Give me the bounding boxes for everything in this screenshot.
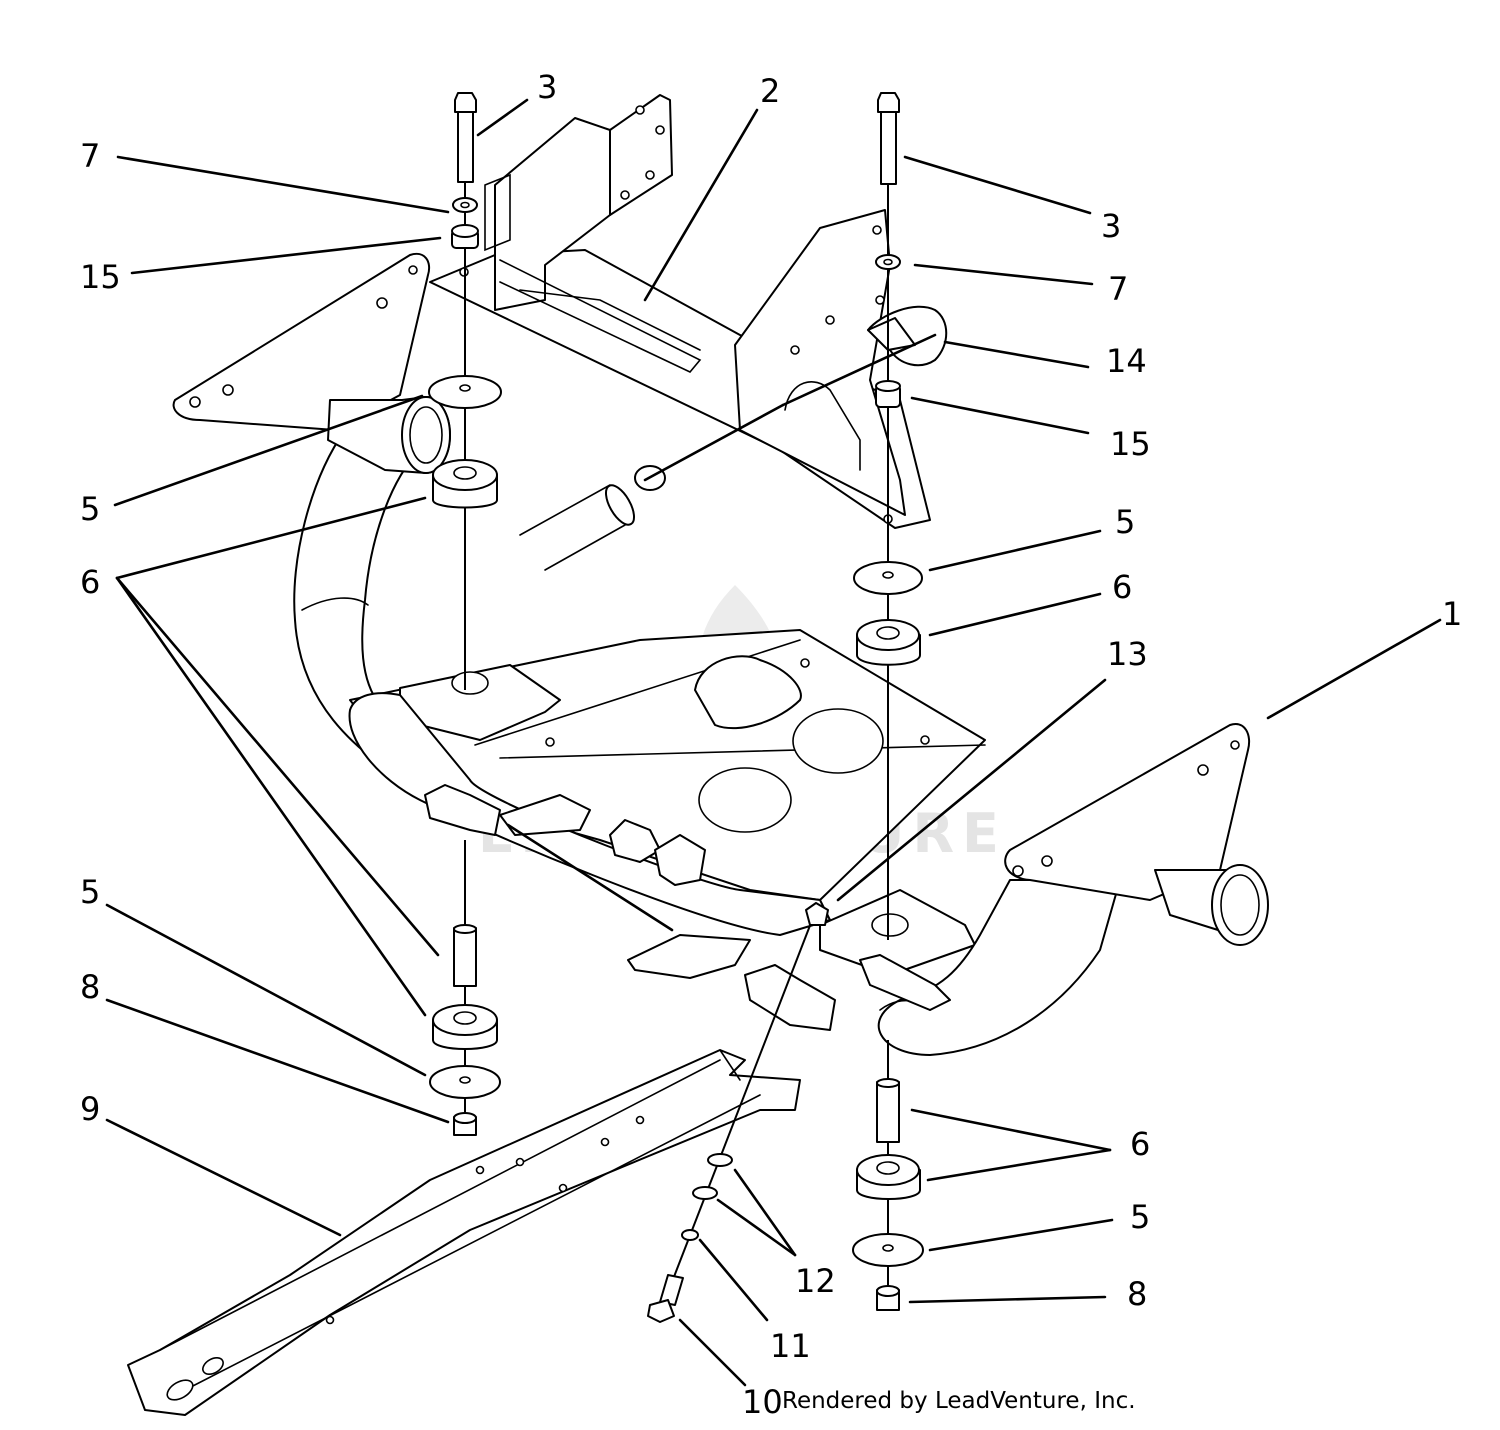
bolt-10-hardware	[647, 902, 829, 1323]
right-lower-hardware	[852, 1040, 924, 1311]
callout-13: 13	[1107, 635, 1148, 673]
part-1-main-frame	[172, 252, 1269, 1056]
callout-15-left: 15	[80, 258, 121, 296]
callout-7-right: 7	[1108, 270, 1128, 308]
callout-5-lower-left: 5	[80, 873, 100, 911]
left-upper-hardware	[428, 92, 502, 690]
hose-route-line-2	[643, 403, 785, 482]
callout-6-right-upper: 6	[1112, 568, 1132, 606]
callout-3-top-right: 3	[1101, 207, 1121, 245]
left-lower-hardware	[429, 840, 501, 1136]
callout-2: 2	[760, 72, 780, 110]
callout-5-lower-right: 5	[1130, 1198, 1150, 1236]
callout-5-upper-right: 5	[1115, 503, 1135, 541]
callout-11: 11	[770, 1327, 811, 1365]
callout-8-left: 8	[80, 968, 100, 1006]
callout-15-right: 15	[1110, 425, 1151, 463]
render-credit: Rendered by LeadVenture, Inc.	[782, 1388, 1136, 1414]
callout-8-right: 8	[1127, 1275, 1147, 1313]
callout-12: 12	[795, 1262, 836, 1300]
callout-labels: 3 2 3 7 15 7 14 15 5 5 6 6 1 13 5 8 9 6 …	[80, 68, 1462, 1421]
right-upper-hardware	[853, 92, 923, 940]
leader-lines	[105, 98, 1442, 1387]
callout-10: 10	[742, 1383, 783, 1421]
callout-1: 1	[1442, 595, 1462, 633]
callout-6-right-lower: 6	[1130, 1125, 1150, 1163]
callout-3-top-left: 3	[537, 68, 557, 106]
part-9-rail	[127, 1049, 801, 1416]
callout-9: 9	[80, 1090, 100, 1128]
part-2-upper-bracket	[429, 94, 931, 529]
callout-7-left: 7	[80, 137, 100, 175]
callout-6-left: 6	[80, 563, 100, 601]
callout-5-upper-left: 5	[80, 490, 100, 528]
hose-route-line	[781, 333, 937, 407]
callout-14: 14	[1106, 342, 1147, 380]
connector-line	[506, 823, 674, 932]
